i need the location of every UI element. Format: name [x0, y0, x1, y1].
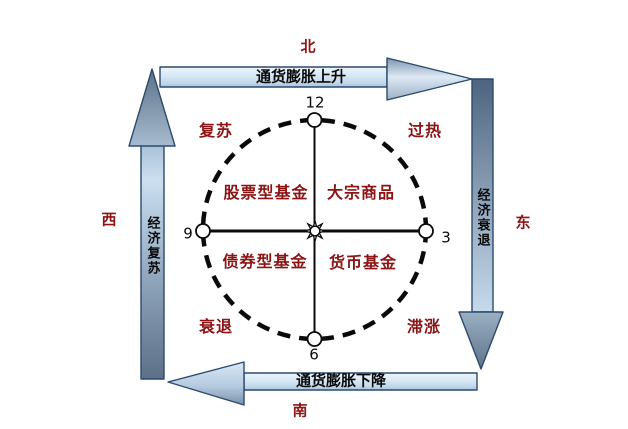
direction-east-label: 东: [515, 213, 531, 232]
left-arrow: [128, 68, 176, 380]
asset-label-commodities: 大宗商品: [326, 183, 396, 202]
asset-label-equity-funds: 股票型基金: [223, 183, 309, 202]
clock-number-12: 12: [305, 93, 325, 112]
direction-north-label: 北: [300, 37, 316, 56]
clock-node-12-icon: [306, 112, 323, 128]
sun-center-icon: [302, 218, 328, 244]
asset-label-money-funds: 货币基金: [328, 253, 398, 272]
clock-node-3-icon: [418, 223, 434, 239]
clock-number-9: 9: [183, 224, 193, 243]
clock-nodes: [195, 112, 434, 347]
clock-node-9-icon: [195, 223, 211, 239]
clock-node-6-icon: [306, 331, 323, 347]
phase-label-overheat: 过热: [407, 121, 443, 140]
clock-number-3: 3: [441, 228, 451, 247]
bottom-arrow: [167, 361, 478, 406]
phase-label-recession: 衰退: [198, 317, 234, 336]
direction-west-label: 西: [101, 210, 117, 229]
left-arrow-label: 经济复苏: [144, 216, 160, 276]
right-arrow-label: 经济衰退: [474, 188, 490, 248]
bottom-arrow-label: 通货膨胀下降: [295, 371, 387, 390]
clock-number-6: 6: [309, 345, 319, 364]
top-arrow-label: 通货膨胀上升: [255, 67, 347, 86]
direction-south-label: 南: [292, 401, 308, 420]
phase-label-recovery: 复苏: [198, 121, 234, 140]
asset-label-bond-funds: 债券型基金: [222, 252, 308, 271]
right-arrow: [458, 78, 504, 370]
top-arrow: [159, 57, 473, 101]
phase-label-stagflation: 滞涨: [406, 317, 442, 336]
